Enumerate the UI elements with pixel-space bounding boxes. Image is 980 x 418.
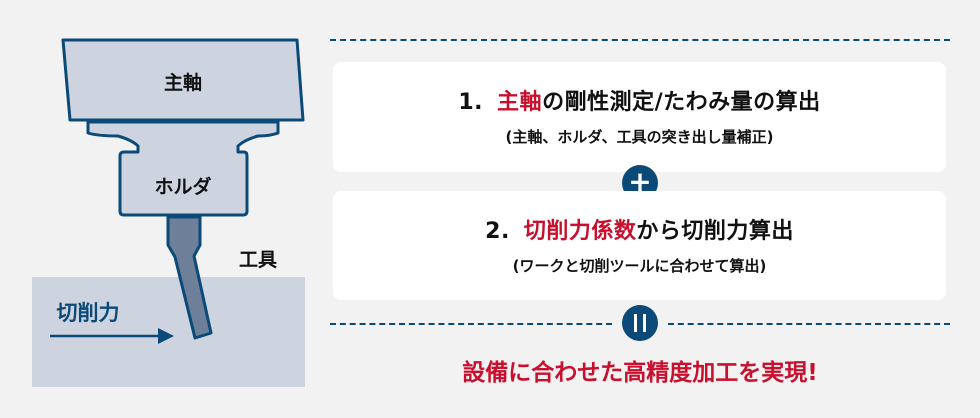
step-number: 2. <box>485 219 510 244</box>
step-title: 1. 主軸の剛性測定/たわみ量の算出 <box>333 84 946 116</box>
tool <box>166 215 213 340</box>
step-card-2: 2. 切削力係数から切削力算出 (ワークと切削ツールに合わせて算出) <box>333 191 946 300</box>
step-text: の剛性測定/たわみ量の算出 <box>542 90 821 115</box>
step-card-1: 1. 主軸の剛性測定/たわみ量の算出 (主軸、ホルダ、工具の突き出し量補正) <box>333 62 946 172</box>
step-number: 1. <box>458 90 484 115</box>
step-highlight: 切削力係数 <box>523 219 637 244</box>
spindle <box>61 38 305 122</box>
holder <box>86 120 280 217</box>
result-text: 設備に合わせた高精度加工を実現! <box>462 360 818 386</box>
arrow-head-icon <box>158 328 174 344</box>
bottom-divider-right <box>668 323 950 325</box>
step-title: 2. 切削力係数から切削力算出 <box>333 213 946 245</box>
bottom-divider-left <box>330 323 612 325</box>
holder-label: ホルダ <box>154 175 211 198</box>
spindle-label: 主軸 <box>164 71 202 94</box>
step-text: から切削力算出 <box>636 219 794 244</box>
machining-diagram: 主軸 ホルダ 工具 切削力 <box>32 38 305 387</box>
workpiece <box>32 277 305 387</box>
equals-icon <box>622 305 658 341</box>
top-divider <box>330 39 950 41</box>
step-subtitle: (ワークと切削ツールに合わせて算出) <box>512 257 767 275</box>
tool-label: 工具 <box>239 249 277 271</box>
force-label: 切削力 <box>57 301 120 325</box>
step-subtitle: (主軸、ホルダ、工具の突き出し量補正) <box>505 128 774 146</box>
step-highlight: 主軸 <box>497 90 543 115</box>
